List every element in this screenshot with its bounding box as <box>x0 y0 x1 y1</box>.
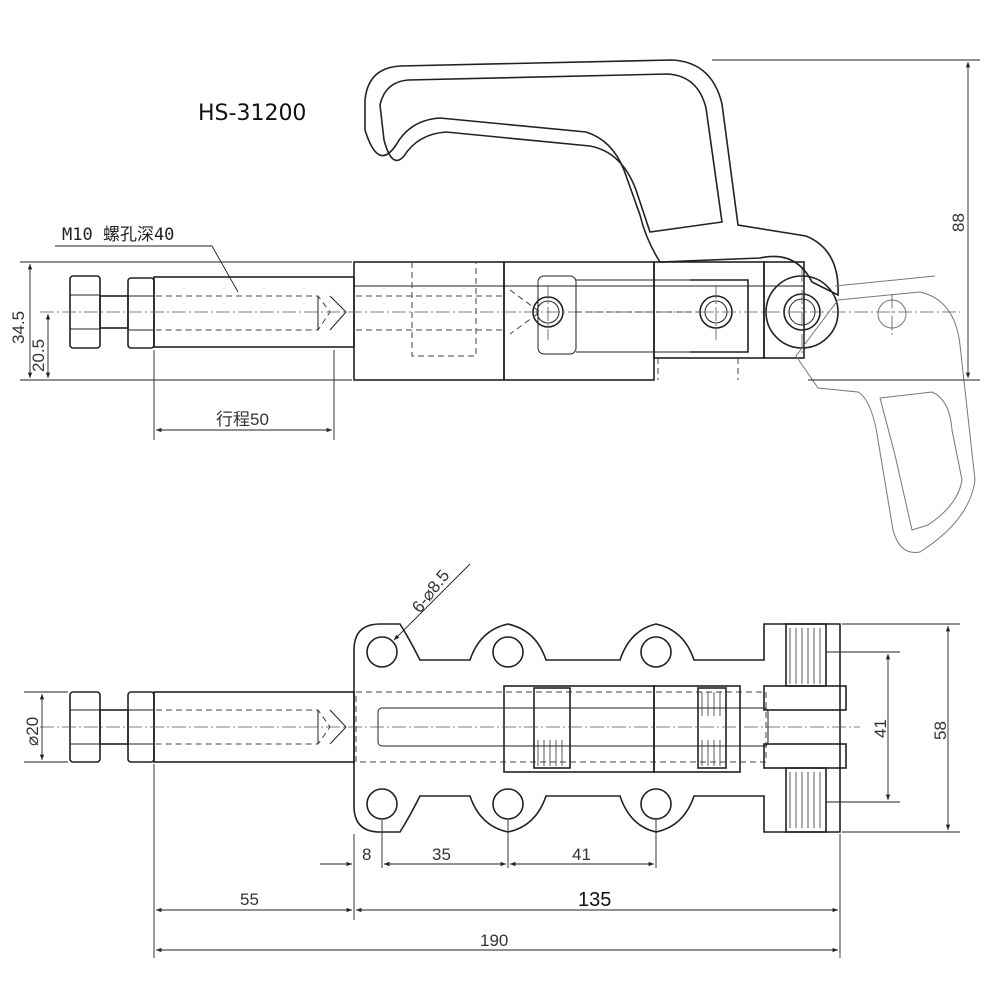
dim-width-41: 41 <box>826 651 900 803</box>
dim-rod-diameter: ⌀20 <box>23 691 68 763</box>
top-base-plate <box>353 623 841 833</box>
mounting-hole <box>492 788 524 820</box>
dim-stroke-text: 行程50 <box>216 410 269 429</box>
dim-height-205-text: 20.5 <box>29 339 48 372</box>
dim-hole-spacing: 8 35 41 <box>320 820 657 920</box>
side-body-housing <box>353 261 805 381</box>
thread-note: M10 螺孔深40 <box>55 225 239 293</box>
dim-height-88-text: 88 <box>949 213 968 232</box>
mounting-hole <box>492 636 524 668</box>
mounting-hole <box>640 788 672 820</box>
dim-width-58-text: 58 <box>931 721 950 740</box>
thread-note-text: M10 螺孔深40 <box>62 225 174 245</box>
top-view: ⌀20 6-⌀8.5 41 58 8 3 <box>23 563 960 958</box>
model-title: HS-31200 <box>198 101 306 126</box>
dim-55-text: 55 <box>240 890 259 909</box>
top-link-block-rear <box>653 685 741 773</box>
dim-35-text: 35 <box>432 845 451 864</box>
side-handle-open-ghost <box>795 275 976 554</box>
dim-stroke-50: 行程50 <box>153 350 335 440</box>
dim-width-58: 58 <box>842 623 960 833</box>
dim-height-88: 88 <box>712 59 980 381</box>
dim-height-345: 34.5 <box>9 261 352 381</box>
dim-holes-text: 6-⌀8.5 <box>408 566 453 616</box>
dim-height-205: 20.5 <box>29 314 51 378</box>
dim-8-text: 8 <box>362 845 371 864</box>
top-link-block-front <box>503 685 655 773</box>
dim-rod-diameter-text: ⌀20 <box>23 717 42 746</box>
side-view: 88 34.5 20.5 行程50 <box>9 59 980 554</box>
mounting-hole <box>640 636 672 668</box>
dim-holes: 6-⌀8.5 <box>393 563 471 641</box>
dim-overall: 55 135 190 <box>153 764 841 958</box>
side-link-plate <box>690 279 749 353</box>
mounting-hole <box>366 788 398 820</box>
mounting-hole <box>366 636 398 668</box>
dim-height-345-text: 34.5 <box>9 311 28 344</box>
dim-width-41-text: 41 <box>871 719 890 738</box>
dim-41-text: 41 <box>572 845 591 864</box>
dim-135-text: 135 <box>578 889 611 911</box>
top-handle-fork <box>763 623 847 833</box>
side-hex-nut-inner <box>127 277 155 349</box>
dim-190-text: 190 <box>480 931 508 950</box>
side-handle-closed <box>364 59 839 297</box>
